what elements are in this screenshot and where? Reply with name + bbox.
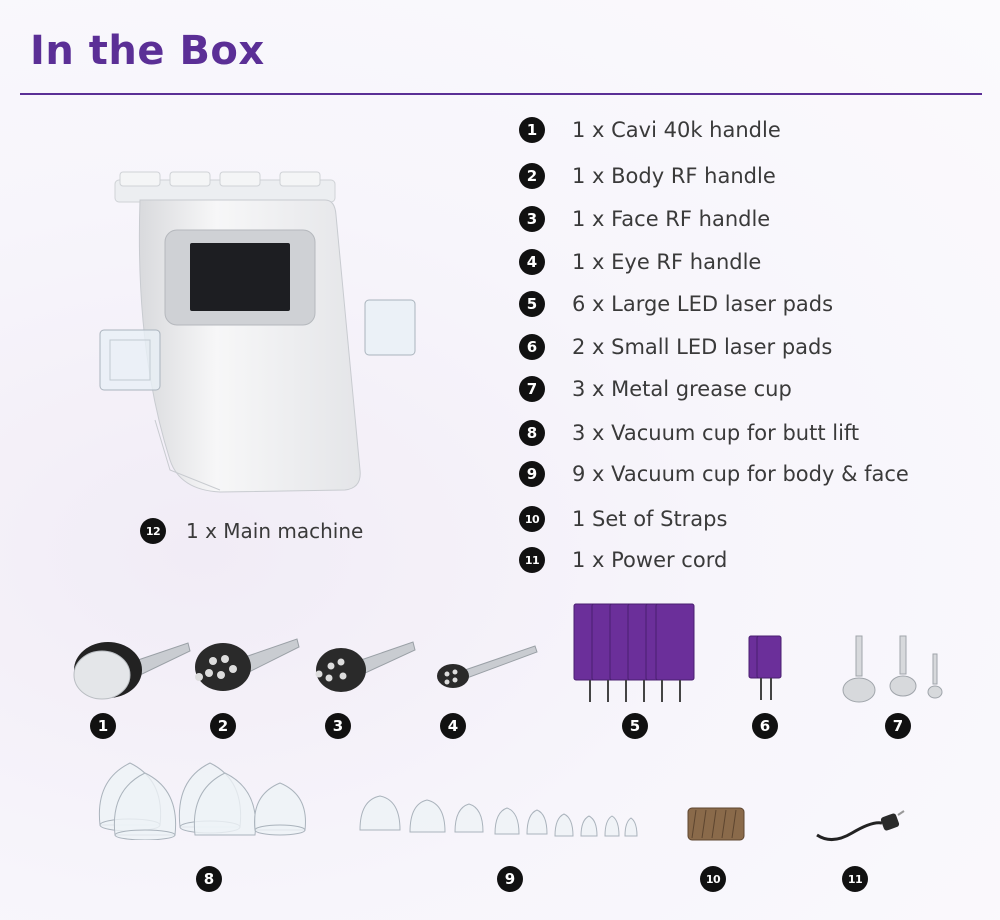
list-item: 8 3 x Vacuum cup for butt lift <box>519 420 859 446</box>
item-number-badge: 3 <box>519 206 545 232</box>
item-number-badge: 4 <box>519 249 545 275</box>
list-item: 9 9 x Vacuum cup for body & face <box>519 461 909 487</box>
item-number-badge: 8 <box>519 420 545 446</box>
small-led-pads-image <box>748 635 782 700</box>
straps-image <box>687 807 745 841</box>
accessory-number-badge: 5 <box>622 713 648 739</box>
cavi-40k-handle-image <box>73 642 191 700</box>
accessory-number-badge: 8 <box>196 866 222 892</box>
accessory-number-badge: 2 <box>210 713 236 739</box>
list-item: 10 1 Set of Straps <box>519 506 727 532</box>
item-number-badge: 10 <box>519 506 545 532</box>
item-label: 1 x Eye RF handle <box>572 250 762 274</box>
item-number-badge: 1 <box>519 117 545 143</box>
accessory-number-badge: 1 <box>90 713 116 739</box>
item-label: 1 x Main machine <box>186 519 364 543</box>
body-rf-handle-image <box>195 638 300 691</box>
accessory-number-badge: 11 <box>842 866 868 892</box>
list-item: 11 1 x Power cord <box>519 547 727 573</box>
accessory-number-badge: 6 <box>752 713 778 739</box>
body-face-vacuum-cups-image <box>359 795 638 837</box>
item-label: 6 x Large LED laser pads <box>572 292 834 316</box>
list-item: 1 1 x Cavi 40k handle <box>519 117 781 143</box>
page-title: In the Box <box>30 28 265 74</box>
main-machine-item: 12 1 x Main machine <box>140 518 363 544</box>
metal-grease-cups-image <box>842 635 943 703</box>
item-number-badge: 12 <box>140 518 166 544</box>
item-number-badge: 9 <box>519 461 545 487</box>
list-item: 2 1 x Body RF handle <box>519 163 776 189</box>
list-item: 4 1 x Eye RF handle <box>519 249 761 275</box>
power-cord-image <box>816 810 905 841</box>
accessory-number-badge: 9 <box>497 866 523 892</box>
item-label: 3 x Metal grease cup <box>572 377 792 401</box>
item-label: 1 x Power cord <box>572 548 728 572</box>
accessory-number-badge: 10 <box>700 866 726 892</box>
large-led-pads-image <box>573 603 695 702</box>
list-item: 6 2 x Small LED laser pads <box>519 334 832 360</box>
face-rf-handle-image <box>315 641 416 692</box>
list-item: 7 3 x Metal grease cup <box>519 376 792 402</box>
item-label: 1 x Face RF handle <box>572 207 771 231</box>
title-divider <box>20 93 982 95</box>
item-label: 3 x Vacuum cup for butt lift <box>572 421 860 445</box>
butt-lift-vacuum-cups-image <box>98 762 306 840</box>
item-label: 1 Set of Straps <box>572 507 728 531</box>
item-number-badge: 7 <box>519 376 545 402</box>
eye-rf-handle-image <box>437 645 538 688</box>
accessory-number-badge: 7 <box>885 713 911 739</box>
main-machine-image <box>99 171 416 493</box>
item-number-badge: 6 <box>519 334 545 360</box>
item-label: 9 x Vacuum cup for body & face <box>572 462 909 486</box>
accessory-number-badge: 4 <box>440 713 466 739</box>
item-label: 2 x Small LED laser pads <box>572 335 833 359</box>
item-number-badge: 2 <box>519 163 545 189</box>
list-item: 3 1 x Face RF handle <box>519 206 770 232</box>
item-number-badge: 11 <box>519 547 545 573</box>
item-label: 1 x Body RF handle <box>572 164 776 188</box>
accessory-number-badge: 3 <box>325 713 351 739</box>
item-number-badge: 5 <box>519 291 545 317</box>
item-label: 1 x Cavi 40k handle <box>572 118 781 142</box>
list-item: 5 6 x Large LED laser pads <box>519 291 833 317</box>
